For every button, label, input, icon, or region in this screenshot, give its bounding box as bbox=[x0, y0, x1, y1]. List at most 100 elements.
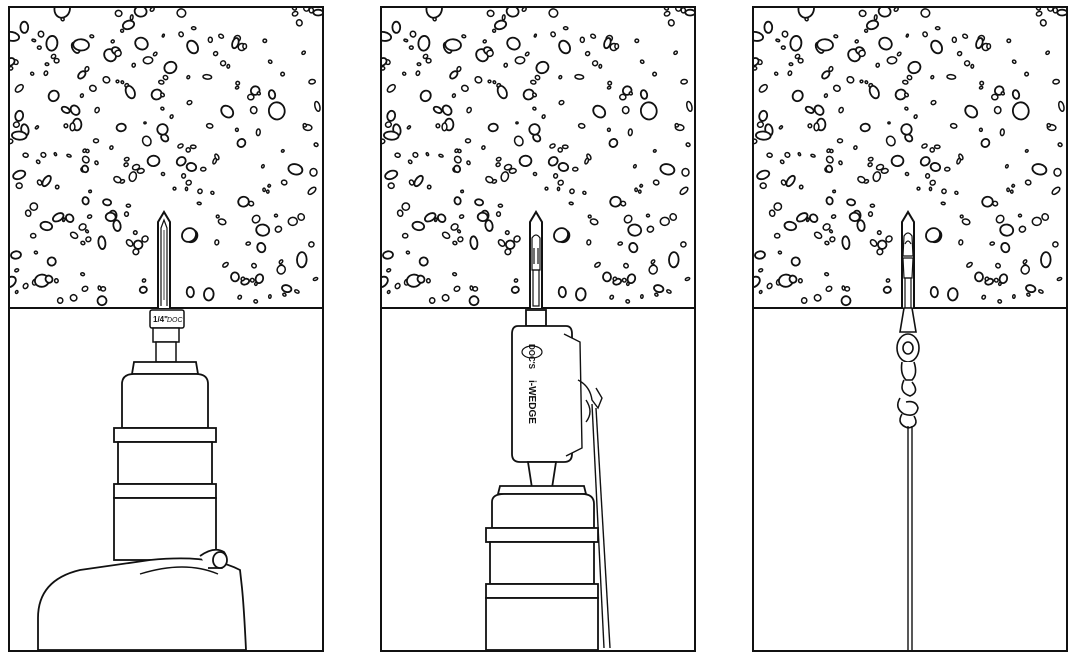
pebble bbox=[69, 104, 82, 117]
pebble bbox=[206, 123, 213, 129]
pebble bbox=[470, 236, 479, 250]
pebble bbox=[408, 159, 413, 164]
pebble bbox=[237, 196, 249, 208]
pebble bbox=[388, 183, 394, 189]
pebble bbox=[963, 103, 980, 120]
pebble bbox=[81, 285, 88, 292]
pebble bbox=[1023, 259, 1028, 264]
pebble bbox=[668, 19, 675, 27]
pebble bbox=[760, 183, 766, 189]
pebble bbox=[788, 71, 793, 76]
pebble bbox=[623, 214, 634, 225]
pebble bbox=[116, 80, 119, 83]
pebble bbox=[994, 106, 1001, 113]
pebble bbox=[453, 155, 462, 164]
pebble bbox=[930, 162, 941, 172]
pebble bbox=[833, 190, 836, 193]
pebble bbox=[874, 15, 877, 20]
pebble bbox=[1012, 89, 1020, 99]
pebble bbox=[84, 66, 89, 72]
pebble bbox=[971, 64, 974, 68]
tool-product-name: i-WEDGE bbox=[526, 380, 537, 424]
pebble bbox=[441, 294, 449, 302]
pebble bbox=[860, 123, 870, 131]
pebble bbox=[488, 80, 491, 83]
pebble bbox=[1031, 163, 1047, 176]
pebble bbox=[615, 44, 619, 49]
pebble bbox=[281, 284, 292, 293]
step-1-illustration: 1/4" DOC bbox=[10, 8, 322, 650]
pebble bbox=[474, 76, 483, 85]
bit-size-label: 1/4" bbox=[153, 315, 168, 324]
pebble bbox=[591, 103, 608, 120]
pebble bbox=[170, 114, 174, 118]
pebble bbox=[558, 287, 566, 298]
pebble bbox=[465, 139, 470, 143]
pebble bbox=[162, 75, 168, 81]
pebble bbox=[235, 81, 240, 86]
pebble bbox=[1025, 284, 1036, 293]
pebble bbox=[640, 89, 648, 99]
pebble bbox=[292, 11, 299, 17]
pebble bbox=[10, 66, 13, 70]
pebble bbox=[641, 295, 644, 299]
pebble bbox=[54, 58, 59, 63]
pebble bbox=[288, 217, 298, 226]
pebble bbox=[607, 86, 611, 90]
pebble bbox=[860, 80, 863, 83]
pebble bbox=[382, 31, 392, 42]
pebble bbox=[814, 123, 819, 131]
pebble bbox=[157, 124, 168, 136]
pebble bbox=[296, 19, 303, 27]
pebble bbox=[12, 131, 27, 140]
pebble bbox=[397, 210, 404, 217]
pebble bbox=[838, 160, 842, 165]
pebble bbox=[824, 241, 829, 245]
pebble bbox=[1018, 225, 1026, 233]
pebble bbox=[10, 274, 18, 289]
pebble bbox=[394, 283, 401, 290]
pebble bbox=[798, 58, 803, 63]
pebble bbox=[906, 60, 922, 76]
pebble bbox=[805, 105, 815, 114]
pebble bbox=[558, 147, 563, 152]
pebble bbox=[442, 123, 447, 131]
pebble bbox=[801, 297, 807, 304]
pebble bbox=[35, 125, 39, 129]
pebble bbox=[281, 180, 287, 186]
pebble bbox=[384, 131, 399, 140]
pebble bbox=[308, 241, 314, 247]
pebble bbox=[791, 89, 805, 103]
pebble bbox=[755, 251, 766, 260]
pebble bbox=[563, 27, 568, 30]
pebble bbox=[218, 33, 224, 39]
pebble bbox=[279, 259, 284, 264]
pebble bbox=[452, 272, 456, 276]
pebble bbox=[959, 240, 964, 246]
pebble bbox=[855, 39, 859, 43]
pebble bbox=[929, 187, 931, 190]
pebble bbox=[10, 56, 16, 67]
pebble bbox=[868, 157, 873, 161]
pebble bbox=[85, 236, 91, 242]
pebble bbox=[219, 103, 236, 120]
pebble bbox=[243, 44, 247, 49]
pebble bbox=[386, 83, 397, 93]
pebble bbox=[153, 52, 158, 57]
pebble bbox=[833, 84, 841, 92]
pebble bbox=[578, 123, 585, 129]
pebble bbox=[251, 214, 262, 225]
pebble bbox=[236, 137, 247, 148]
pebble bbox=[952, 37, 956, 42]
pebble bbox=[481, 145, 485, 150]
pebble bbox=[603, 272, 611, 281]
pebble bbox=[550, 31, 556, 37]
pebble bbox=[506, 8, 520, 18]
pebble bbox=[40, 152, 47, 158]
pebble bbox=[182, 174, 186, 179]
pebble bbox=[1025, 149, 1029, 152]
pebble bbox=[653, 149, 657, 152]
pebble bbox=[441, 104, 454, 117]
pebble bbox=[139, 286, 147, 293]
pebble bbox=[64, 213, 75, 224]
